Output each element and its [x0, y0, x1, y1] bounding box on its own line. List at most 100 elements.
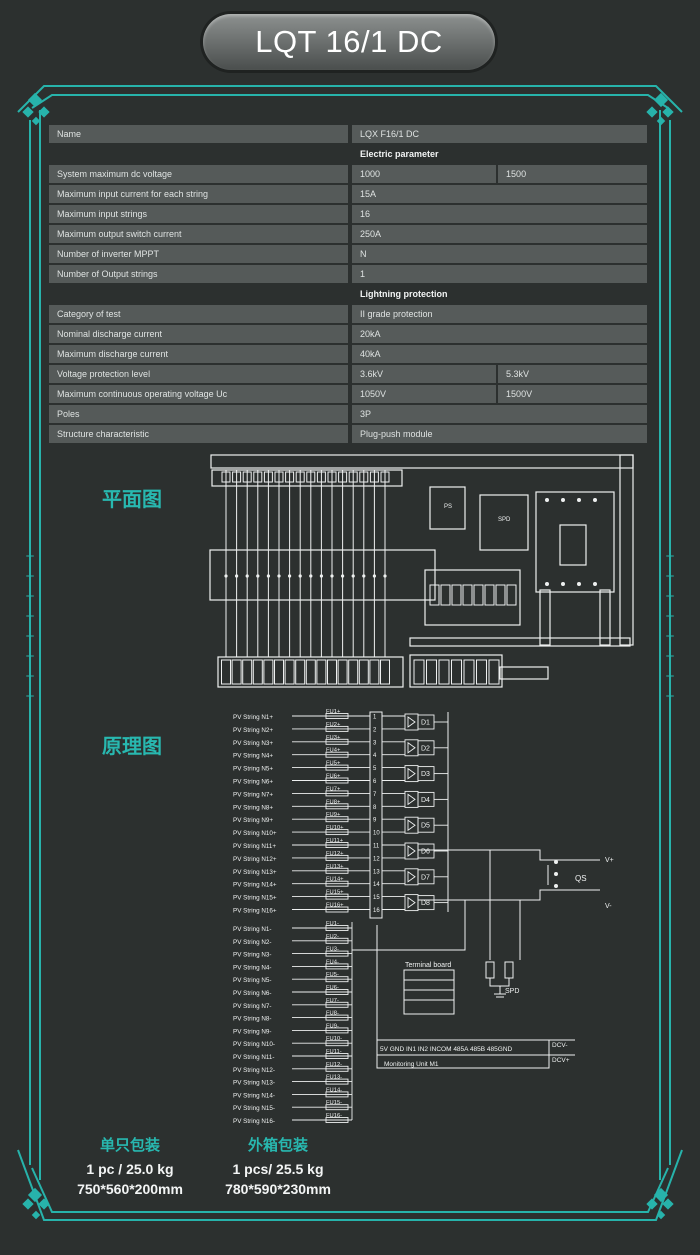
- pv-string-pos-label: PV String N8+: [233, 804, 273, 811]
- fuse-pos-label: FU12+: [326, 851, 344, 857]
- single-packing: 单只包装 1 pc / 25.0 kg 750*560*200mm: [70, 1134, 190, 1201]
- top-fuse: [348, 471, 358, 483]
- fuse-symbol: [325, 1014, 349, 1021]
- mid-dot: [288, 574, 292, 578]
- spec-value: 40kA: [352, 345, 647, 363]
- pv-string-pos-label: PV String N13+: [233, 869, 277, 876]
- spec-value-2: 1500: [496, 165, 647, 183]
- fuse-pos-label: FU15+: [326, 890, 344, 896]
- top-fuse: [242, 471, 252, 483]
- diode-symbol: [404, 842, 419, 860]
- fuse-neg-label: FU12-: [326, 1062, 342, 1068]
- single-packing-qty: 1 pc / 25.0 kg: [86, 1161, 174, 1177]
- spd-module: [462, 584, 473, 606]
- vminus-label: V-: [605, 903, 612, 910]
- spd-module: [495, 584, 506, 606]
- breaker-dot: [593, 498, 597, 502]
- pv-string-pos-label: PV String N15+: [233, 895, 277, 902]
- breaker-dot: [577, 582, 581, 586]
- mid-dot: [266, 574, 270, 578]
- spec-value: Plug-push module: [352, 425, 647, 443]
- spec-label: Structure characteristic: [49, 425, 348, 443]
- bottom-fuse: [316, 659, 327, 685]
- pv-string-neg-label: PV String N6-: [233, 990, 272, 997]
- terminal-number: 9: [373, 818, 377, 824]
- pv-string-neg-label: PV String N1-: [233, 926, 272, 933]
- terminal-number: 8: [373, 805, 377, 811]
- fuse-pos-label: FU10+: [326, 825, 344, 831]
- fuse-neg-label: FU5-: [326, 972, 339, 978]
- spec-label: Category of test: [49, 305, 348, 323]
- diode-arrow: [407, 819, 416, 832]
- pv-string-neg-label: PV String N13-: [233, 1080, 275, 1087]
- mid-dot: [298, 574, 302, 578]
- fuse-symbol: [325, 829, 349, 836]
- diode-symbol: [404, 894, 419, 912]
- terminal-number: 5: [373, 766, 377, 772]
- terminal-block: [426, 659, 437, 685]
- spec-label: Maximum input current for each string: [49, 185, 348, 203]
- fuse-symbol: [325, 1053, 349, 1059]
- spec-value: Lightning protection: [360, 289, 448, 299]
- terminal-block: [451, 659, 462, 685]
- diode-symbol: [404, 790, 419, 808]
- fuse-neg-label: FU2-: [326, 934, 339, 940]
- pv-string-pos-label: PV String N12+: [233, 856, 277, 863]
- fuse-neg-label: FU7-: [326, 998, 339, 1004]
- bottom-fuse: [231, 659, 242, 685]
- qs-label: QS: [575, 874, 587, 883]
- fuse-symbol: [325, 713, 349, 719]
- spec-label: Name: [49, 125, 348, 143]
- fuse-symbol: [325, 1117, 349, 1123]
- fuse-neg-label: FU1-: [326, 921, 339, 927]
- mid-dot: [277, 574, 281, 578]
- monitor-pins: 5V GND IN1 IN2 INCOM 485A 485B 485GND: [380, 1046, 513, 1053]
- fuse-symbol: [325, 842, 349, 848]
- fuse-neg-label: FU10-: [326, 1036, 342, 1042]
- top-fuse: [380, 471, 390, 483]
- breaker-dot: [561, 498, 565, 502]
- top-fuse: [369, 471, 379, 483]
- pv-string-pos-label: PV String N10+: [233, 830, 277, 837]
- spec-label: Number of inverter MPPT: [49, 245, 348, 263]
- pv-string-neg-label: PV String N12-: [233, 1067, 275, 1074]
- spec-value: 1050V: [352, 385, 497, 403]
- fuse-symbol: [325, 925, 349, 931]
- fuse-symbol: [325, 816, 349, 823]
- fuse-pos-label: FU11+: [326, 838, 344, 844]
- pv-string-pos-label: PV String N7+: [233, 791, 273, 798]
- spec-value-2: 5.3kV: [496, 365, 647, 383]
- bottom-fuse: [305, 659, 316, 685]
- fuse-symbol: [325, 867, 349, 874]
- bottom-fuse: [263, 659, 274, 685]
- pv-string-pos-label: PV String N9+: [233, 817, 273, 824]
- terminal-number: 14: [373, 882, 380, 888]
- diode-arrow: [407, 767, 416, 780]
- spec-section-lightning: Lightning protection: [49, 285, 647, 303]
- diode-label: D7: [421, 874, 430, 881]
- terminal-number: 6: [373, 779, 377, 785]
- page-title: LQT 16/1 DC: [255, 24, 443, 59]
- diode-label: D3: [421, 771, 430, 778]
- top-fuse: [316, 471, 326, 483]
- fuse-neg-label: FU6-: [326, 985, 339, 991]
- spec-label: System maximum dc voltage: [49, 165, 348, 183]
- spd-module: [451, 584, 462, 606]
- breaker-dot: [545, 582, 549, 586]
- fuse-symbol: [325, 989, 349, 995]
- fuse-symbol: [325, 893, 349, 900]
- pv-string-pos-label: PV String N16+: [233, 908, 277, 915]
- diode-symbol: [404, 816, 419, 834]
- mid-dot: [351, 574, 355, 578]
- terminal-number: 12: [373, 856, 380, 862]
- pv-string-neg-label: PV String N15-: [233, 1105, 275, 1112]
- mid-dot: [256, 574, 260, 578]
- top-fuse: [295, 471, 305, 483]
- outer-packing-qty: 1 pcs/ 25.5 kg: [232, 1161, 324, 1177]
- top-fuse: [232, 471, 242, 483]
